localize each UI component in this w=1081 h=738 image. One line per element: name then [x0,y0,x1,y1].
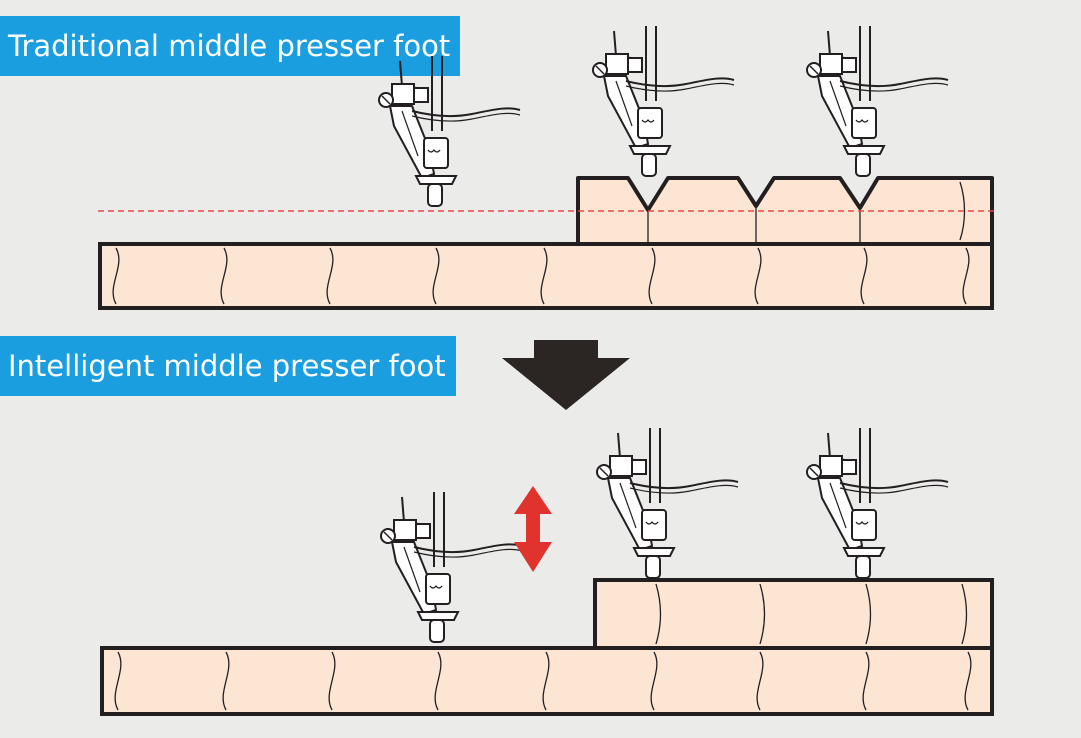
presser-foot-icon [596,427,739,579]
intelligent-section [100,427,994,716]
presser-foot-icon [806,25,949,177]
presser-foot-icon [592,25,735,177]
top-upper-fabric [576,176,994,246]
bottom-lower-fabric [100,646,994,716]
arrow-down-icon [502,340,630,410]
arrow-up-down-icon [514,486,552,572]
presser-foot-icon [378,55,521,207]
label-traditional: Traditional middle presser foot [0,16,461,76]
presser-foot-icon [380,491,523,643]
bottom-upper-fabric [593,578,994,650]
presser-foot-icon [806,427,949,579]
label-intelligent: Intelligent middle presser foot [0,336,456,396]
traditional-section [98,25,996,310]
